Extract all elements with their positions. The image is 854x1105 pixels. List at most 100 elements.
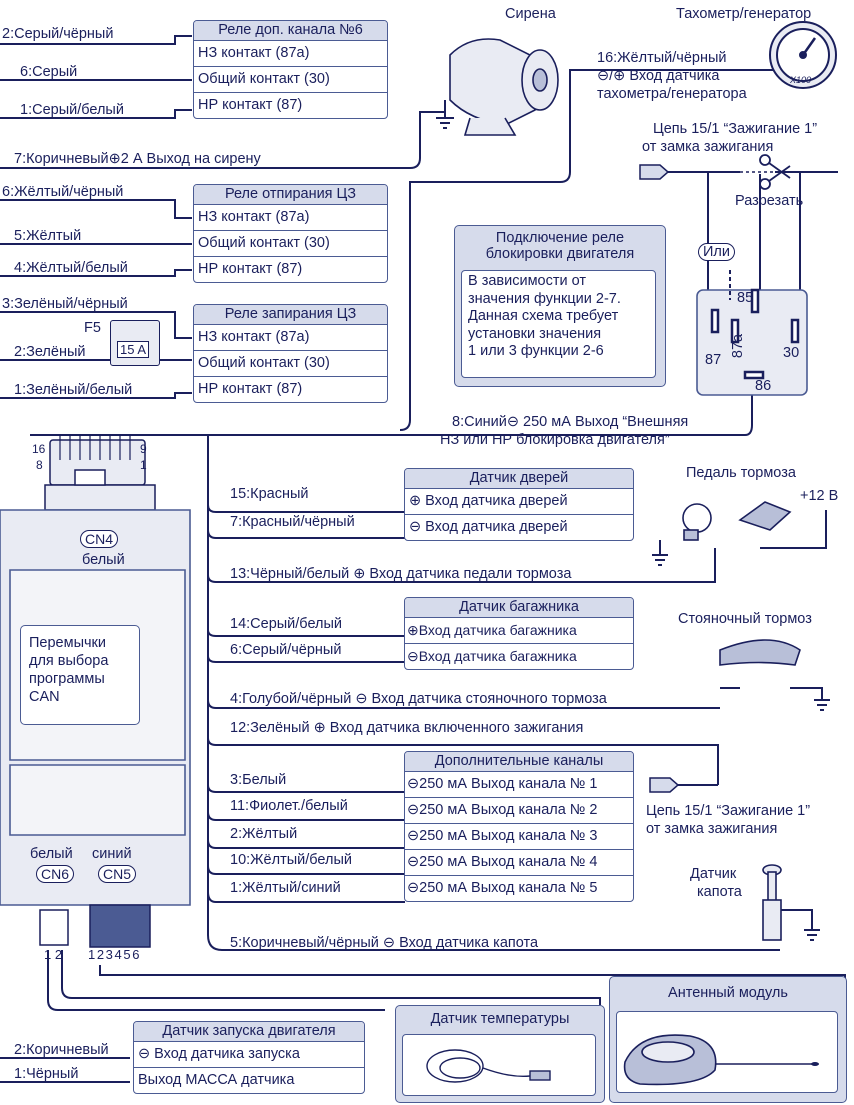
relay6-row-3: НР контакт (87) bbox=[198, 97, 303, 113]
temp-sensor-box: Датчик температуры bbox=[395, 1005, 605, 1103]
extra-box: Дополнительные каналы ⊖250 мА Выход кана… bbox=[404, 751, 634, 902]
parking-wire: 4:Голубой/чёрный ⊖ Вход датчика стояночн… bbox=[230, 691, 607, 707]
cn5-pins: 1 2 3 4 5 6 bbox=[88, 947, 139, 962]
tachometer-icon bbox=[769, 21, 837, 89]
parking-ground-icon bbox=[814, 699, 830, 711]
hood-title-2: капота bbox=[697, 884, 742, 900]
fuse-icon: 15 A bbox=[110, 320, 160, 366]
extra-wire-3: 2:Жёлтый bbox=[230, 826, 298, 842]
can-note-3: программы bbox=[29, 671, 105, 687]
unlock-relay-title: Реле отпирания ЦЗ bbox=[194, 185, 387, 205]
block-wire-2: НЗ или НР блокировка двигателя” bbox=[440, 432, 670, 448]
parking-title: Стояночный тормоз bbox=[678, 611, 812, 627]
tacho-title: Тахометр/генератор bbox=[676, 6, 812, 22]
block-relay-text-2: значения функции 2-7. bbox=[468, 290, 621, 307]
siren-ground-icon bbox=[436, 100, 454, 129]
hood-wire: 5:Коричневый/чёрный ⊖ Вход датчика капот… bbox=[230, 935, 539, 951]
start-wire-2: 1:Чёрный bbox=[14, 1066, 79, 1082]
cn4-connector bbox=[44, 439, 156, 511]
trunk-box: Датчик багажника ⊕Вход датчика багажника… bbox=[404, 597, 634, 670]
pin-87a: 87a bbox=[730, 333, 747, 359]
relay6-box: Реле доп. канала №6 НЗ контакт (87а) Общ… bbox=[193, 20, 388, 119]
extra-wire-5: 1:Жёлтый/синий bbox=[230, 880, 341, 896]
doors-row-2: ⊖ Вход датчика дверей bbox=[409, 519, 568, 535]
doors-box: Датчик дверей ⊕ Вход датчика дверей ⊖ Вх… bbox=[404, 468, 634, 541]
cn4-pin-16: 16 bbox=[32, 442, 46, 456]
extra-wire-1: 3:Белый bbox=[230, 772, 287, 788]
extra-row-2: ⊖250 мА Выход канала № 2 bbox=[405, 798, 633, 824]
relay6-wire-3: 1:Серый/белый bbox=[20, 102, 124, 118]
unlock-row-2: Общий контакт (30) bbox=[194, 231, 387, 257]
block-relay-title-1: Подключение реле bbox=[495, 230, 625, 246]
hood-title-1: Датчик bbox=[690, 866, 737, 882]
block-relay-title-2: блокировки двигателя bbox=[485, 246, 635, 262]
parking-brake-icon bbox=[719, 639, 801, 666]
doors-title: Датчик дверей bbox=[405, 469, 633, 489]
start-title: Датчик запуска двигателя bbox=[134, 1022, 364, 1042]
block-relay-text-4: установки значения bbox=[468, 325, 602, 342]
extra-title: Дополнительные каналы bbox=[405, 752, 633, 772]
cn5-label: CN5 bbox=[98, 865, 137, 883]
cn4-pin-1: 1 bbox=[140, 458, 147, 472]
ignition-bottom-line2: от замка зажигания bbox=[646, 821, 778, 837]
lock-relay-box: Реле запирания ЦЗ НЗ контакт (87а) Общий… bbox=[193, 304, 388, 403]
trunk-title: Датчик багажника bbox=[405, 598, 633, 618]
pin-30: 30 bbox=[783, 345, 800, 361]
lock-wire-3: 1:Зелёный/белый bbox=[14, 382, 133, 398]
unlock-wire-2: 5:Жёлтый bbox=[14, 228, 82, 244]
unlock-wire-3: 4:Жёлтый/белый bbox=[14, 260, 128, 276]
lock-wire-1: 3:Зелёный/чёрный bbox=[2, 296, 128, 312]
antenna-image-frame bbox=[616, 1011, 838, 1093]
start-wire-1: 2:Коричневый bbox=[14, 1042, 109, 1058]
doors-row-1: ⊕ Вход датчика дверей bbox=[405, 489, 633, 515]
can-note-1: Перемычки bbox=[29, 635, 107, 651]
cut-label: Разрезать bbox=[735, 193, 804, 209]
cn6-color: белый bbox=[30, 846, 73, 862]
extra-row-3: ⊖250 мА Выход канала № 3 bbox=[405, 824, 633, 850]
ignition-bottom-line1: Цепь 15/1 “Зажигание 1” bbox=[646, 803, 811, 819]
siren-icon bbox=[449, 38, 559, 136]
hood-ground-icon bbox=[804, 929, 820, 941]
siren-wire-label: 7:Коричневый⊕2 А Выход на сирену bbox=[14, 151, 261, 167]
pin-87: 87 bbox=[705, 352, 722, 368]
cn6-label: CN6 bbox=[36, 865, 75, 883]
fuse-rating: 15 A bbox=[117, 341, 150, 358]
block-relay-text-1: В зависимости от bbox=[468, 273, 587, 289]
siren-title: Сирена bbox=[505, 6, 556, 22]
lock-row-3: НР контакт (87) bbox=[198, 381, 303, 397]
extra-row-1: ⊖250 мА Выход канала № 1 bbox=[405, 772, 633, 798]
extra-row-5: ⊖250 мА Выход канала № 5 bbox=[407, 880, 598, 896]
trunk-wire-2: 6:Серый/чёрный bbox=[230, 642, 342, 658]
block-relay-text-3: Данная схема требует bbox=[468, 308, 619, 324]
brake-wire: 13:Чёрный/белый ⊕ Вход датчика педали то… bbox=[230, 566, 572, 582]
relay6-wire-1: 2:Серый/чёрный bbox=[2, 26, 114, 42]
unlock-wire-1: 6:Жёлтый/чёрный bbox=[2, 184, 124, 200]
antenna-title: Антенный модуль bbox=[668, 985, 788, 1001]
brake-title: Педаль тормоза bbox=[686, 465, 796, 481]
brake-voltage: +12 B bbox=[800, 488, 839, 504]
unlock-row-3: НР контакт (87) bbox=[198, 261, 303, 277]
relay6-wire-2: 6:Серый bbox=[20, 64, 78, 80]
pin-85: 85 bbox=[737, 290, 754, 306]
extra-wire-2: 11:Фиолет./белый bbox=[230, 798, 348, 814]
doors-wire-1: 15:Красный bbox=[230, 486, 309, 502]
relay6-title: Реле доп. канала №6 bbox=[194, 21, 387, 41]
cn6-pins: 1 2 bbox=[44, 947, 63, 962]
doors-wire-2: 7:Красный/чёрный bbox=[230, 514, 355, 530]
cn5-connector bbox=[89, 904, 151, 948]
lock-relay-title: Реле запирания ЦЗ bbox=[194, 305, 387, 325]
hood-sensor-icon bbox=[762, 864, 782, 941]
cn4-color: белый bbox=[82, 552, 125, 568]
fuse-name: F5 bbox=[84, 320, 101, 336]
temp-title: Датчик температуры bbox=[430, 1011, 570, 1027]
scissors-icon bbox=[759, 154, 791, 190]
ignition-arrow-bottom-icon bbox=[649, 777, 680, 793]
start-row-1: ⊖ Вход датчика запуска bbox=[134, 1042, 364, 1068]
ignition-wire: 12:Зелёный ⊕ Вход датчика включенного за… bbox=[230, 720, 584, 736]
lock-row-1: НЗ контакт (87а) bbox=[194, 325, 387, 351]
relay6-row-1: НЗ контакт (87а) bbox=[194, 41, 387, 67]
unlock-relay-box: Реле отпирания ЦЗ НЗ контакт (87а) Общий… bbox=[193, 184, 388, 283]
block-relay-text: В зависимости от значения функции 2-7. Д… bbox=[461, 270, 656, 378]
block-relay-text-5: 1 или 3 функции 2-6 bbox=[468, 343, 604, 359]
brake-pedal-icon bbox=[738, 501, 792, 531]
